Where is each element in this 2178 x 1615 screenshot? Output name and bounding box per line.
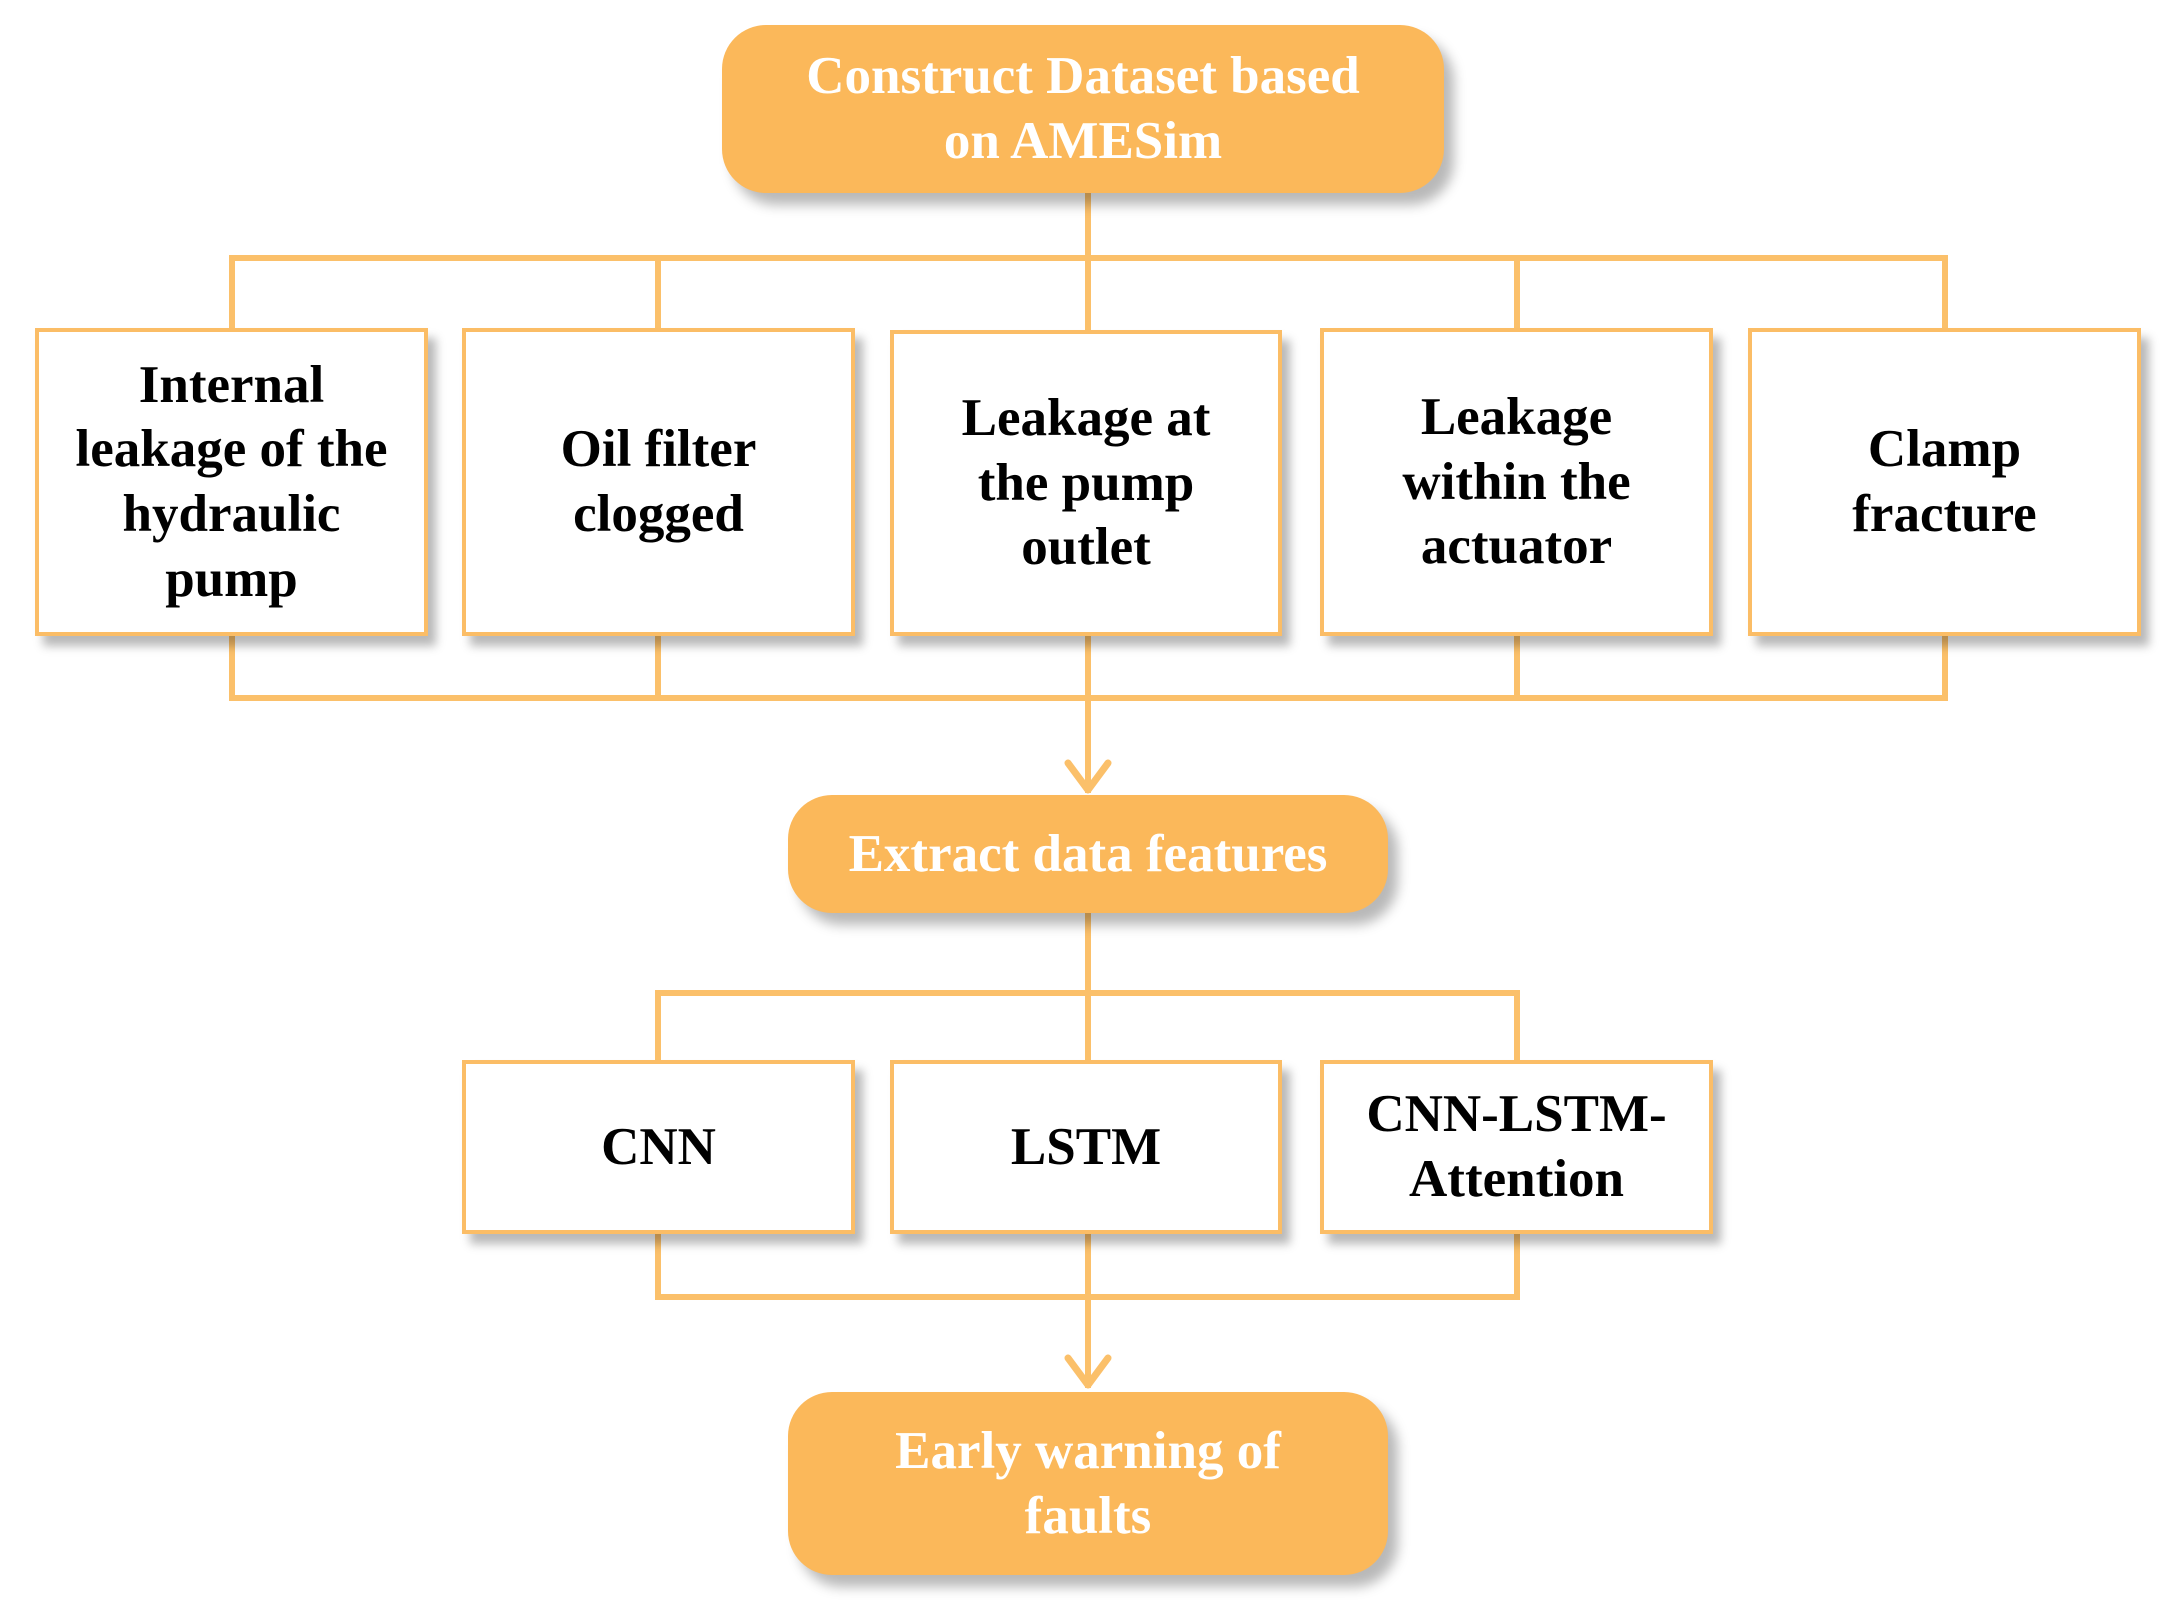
early-warning-label: Early warning of faults xyxy=(895,1421,1281,1545)
fault-clamp-label: Clamp fracture xyxy=(1852,420,2037,543)
fault-pump-outlet-label: Leakage at the pump outlet xyxy=(961,389,1211,577)
fault-clamp-node: Clamp fracture xyxy=(1748,328,2141,636)
model-cnn-label: CNN xyxy=(601,1117,716,1176)
arrow-head-to-extract xyxy=(1064,759,1112,794)
extract-features-node: Extract data features xyxy=(788,795,1388,913)
arrow-head-to-warning xyxy=(1064,1354,1112,1389)
construct-dataset-node: Construct Dataset based on AMESim xyxy=(722,25,1444,193)
model-lstm-node: LSTM xyxy=(890,1060,1282,1234)
fault-actuator-node: Leakage within the actuator xyxy=(1320,328,1713,636)
model-cnn-node: CNN xyxy=(462,1060,855,1234)
fault-internal-leakage-node: Internal leakage of the hydraulic pump xyxy=(35,328,428,636)
model-lstm-label: LSTM xyxy=(1010,1117,1162,1176)
fault-oil-filter-node: Oil filter clogged xyxy=(462,328,855,636)
extract-features-label: Extract data features xyxy=(848,824,1328,883)
fault-internal-leakage-label: Internal leakage of the hydraulic pump xyxy=(75,355,388,608)
model-cnn-lstm-attention-node: CNN-LSTM-Attention xyxy=(1320,1060,1713,1234)
fault-pump-outlet-node: Leakage at the pump outlet xyxy=(890,330,1282,636)
fault-oil-filter-label: Oil filter clogged xyxy=(560,420,757,543)
construct-dataset-label: Construct Dataset based on AMESim xyxy=(806,47,1360,170)
fault-actuator-label: Leakage within the actuator xyxy=(1402,388,1631,576)
early-warning-node: Early warning of faults xyxy=(788,1392,1388,1575)
model-cnn-lstm-attention-label: CNN-LSTM-Attention xyxy=(1366,1085,1667,1208)
